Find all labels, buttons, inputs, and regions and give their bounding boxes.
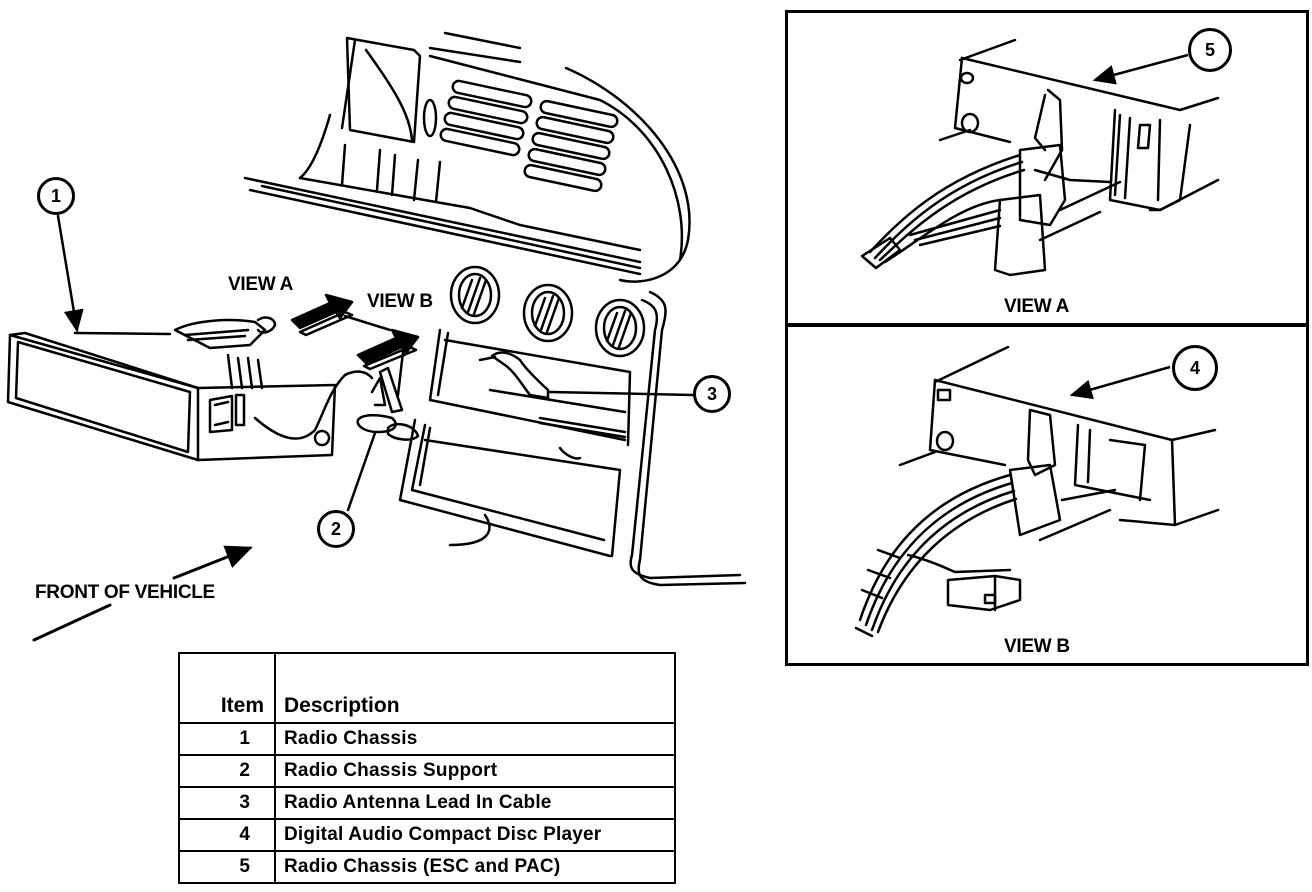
legend-row: 4 Digital Audio Compact Disc Player xyxy=(178,818,676,852)
view-a-caption: VIEW A xyxy=(1004,296,1070,317)
legend-header-description: Description xyxy=(274,652,676,724)
view-b-drawing xyxy=(854,345,1220,638)
legend-item-description: Radio Antenna Lead In Cable xyxy=(274,786,676,820)
view-b-panel xyxy=(785,324,1309,666)
legend-item-description: Radio Chassis (ESC and PAC) xyxy=(274,850,676,884)
legend-row: 2 Radio Chassis Support xyxy=(178,754,676,788)
legend-item-description: Radio Chassis xyxy=(274,722,676,756)
dashboard-vent-panel xyxy=(243,31,691,283)
legend-header-item: Item xyxy=(178,652,276,724)
view-b-arrow-icon xyxy=(356,328,420,365)
view-a-label: VIEW A xyxy=(228,274,294,295)
view-b-caption: VIEW B xyxy=(1004,636,1070,657)
view-b-label: VIEW B xyxy=(367,291,433,312)
callout-4: 4 xyxy=(1172,345,1218,391)
radio-cavity xyxy=(398,328,632,558)
legend-item-number: 1 xyxy=(178,722,276,756)
item-legend-table: Item Description 1 Radio Chassis 2 Radio… xyxy=(178,652,676,884)
legend-item-description: Radio Chassis Support xyxy=(274,754,676,788)
legend-item-description: Digital Audio Compact Disc Player xyxy=(274,818,676,852)
legend-item-number: 2 xyxy=(178,754,276,788)
legend-row: 5 Radio Chassis (ESC and PAC) xyxy=(178,850,676,884)
callout-leaders xyxy=(56,214,695,512)
legend-item-number: 5 xyxy=(178,850,276,884)
view-a-arrow-icon xyxy=(290,293,354,330)
vent-louvers-left xyxy=(439,79,533,157)
climate-control-knobs xyxy=(449,265,747,587)
legend-row: 3 Radio Antenna Lead In Cable xyxy=(178,786,676,820)
front-of-vehicle-arrows xyxy=(32,545,253,642)
legend-row: 1 Radio Chassis xyxy=(178,722,676,756)
legend-item-number: 4 xyxy=(178,818,276,852)
callout-3: 3 xyxy=(693,375,731,413)
callout-2: 2 xyxy=(317,510,355,548)
legend-item-number: 3 xyxy=(178,786,276,820)
callout-5: 5 xyxy=(1188,28,1232,72)
radio-chassis xyxy=(6,316,374,462)
front-of-vehicle-label: FRONT OF VEHICLE xyxy=(35,582,215,603)
view-arrows xyxy=(290,293,420,371)
view-a-drawing xyxy=(860,38,1220,277)
callout-1: 1 xyxy=(37,177,75,215)
vent-louvers-right xyxy=(523,99,619,193)
legend-header-row: Item Description xyxy=(178,652,676,724)
